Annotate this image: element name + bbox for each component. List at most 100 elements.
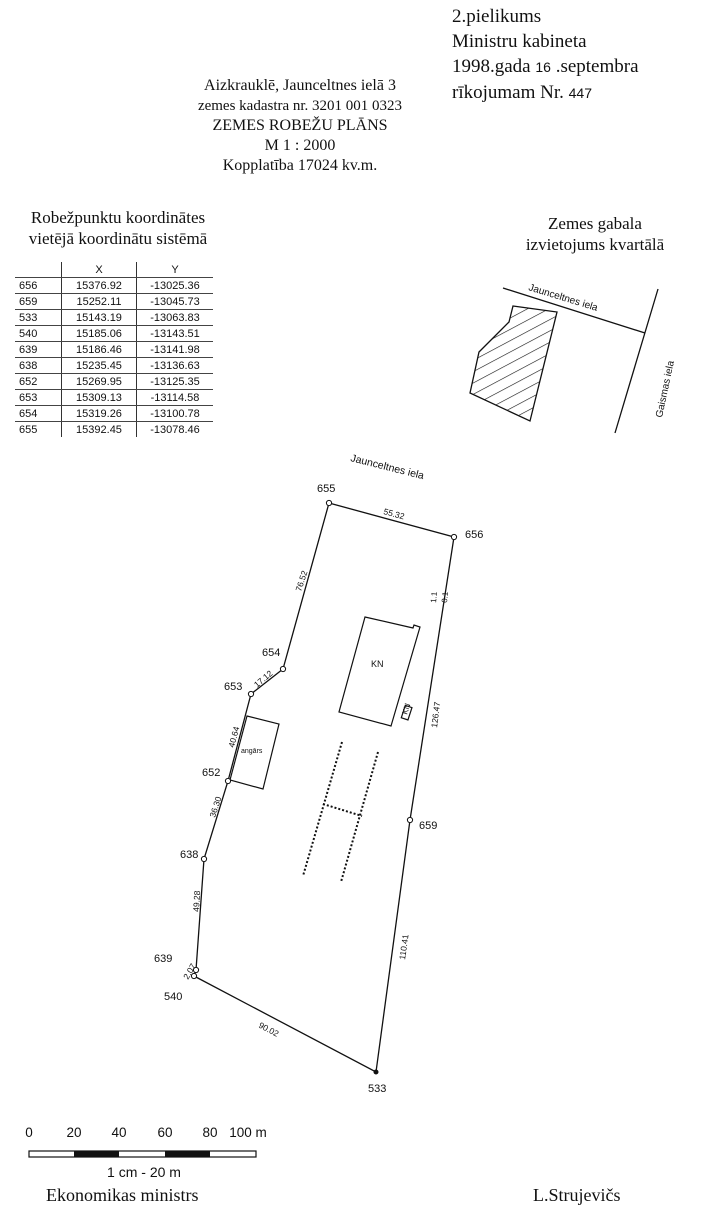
signature-name: L.Strujevičs [533,1185,621,1205]
boundary-point-label: 659 [419,820,437,832]
point-id-cell: 654 [15,405,62,422]
parcel-boundary [193,502,455,1074]
y-cell: -13143.51 [136,325,213,342]
x-cell: 15186.46 [61,341,137,358]
scale-tick-label: 80 [202,1125,217,1140]
annex-line2: Ministru kabineta [452,31,587,52]
boundary-point-label: 639 [154,953,172,965]
boundary-point-marker [247,690,255,698]
point-id-cell: 659 [15,293,62,310]
column-header-x: X [61,262,137,278]
boundary-point-marker [190,972,198,980]
point-id-cell: 655 [19,423,38,436]
table-title-line2: vietējā koordinātu sistēmā [28,229,208,248]
column-header-y: Y [136,262,213,278]
building-main-label: KN [371,659,384,669]
table-header-row: X Y [15,262,213,278]
annex-line3: 1998.gada 16 .septembra [452,54,639,80]
annex-date-prefix: 1998.gada [452,56,536,77]
offset-label-2: 0.1 [440,591,450,603]
inset-title-line2: izvietojums kvartālā [525,235,665,254]
y-cell: -13025.36 [136,277,213,294]
column-header-point [15,262,62,278]
inset-street-jaunceltnes [502,287,646,334]
x-cell: 15235.45 [61,357,137,374]
building-small [400,704,413,721]
point-id-cell: 638 [15,357,62,374]
scale-tick-label: 0 [25,1125,33,1140]
boundary-point-marker [406,816,414,824]
scale-tick-label: 100 m [229,1125,267,1140]
boundary-point-label: 655 [317,483,335,495]
boundary-point-label: 656 [465,529,483,541]
signature-role: Ekonomikas ministrs [46,1185,199,1205]
boundary-point-marker [224,777,232,785]
x-cell: 15392.45 [61,421,137,437]
inset-street-gaismas [614,288,659,434]
point-id-cell: 656 [15,277,62,294]
annex-month: .septembra [550,56,639,77]
inset-title-line1: Zemes gabala [548,214,642,233]
boundary-point-label: 654 [262,647,280,659]
annex-order-number: 447 [568,85,592,101]
table-row: 655 15392.45-13078.46 [15,421,213,437]
edge-length-label: 126.47 [429,701,442,728]
y-cell: -13114.58 [136,389,213,406]
annex-note: 2.pielikums Ministru kabineta 1998.gada … [452,4,639,106]
building-hangar-label: angārs [241,748,263,755]
y-cell: -13078.46 [136,421,213,437]
document-header: Aizkrauklē, Jaunceltnes ielā 3 zemes kad… [150,76,450,176]
annex-day: 16 [535,59,551,75]
annex-line4: rīkojumam Nr. 447 [452,80,639,106]
y-cell: -13045.73 [136,293,213,310]
x-cell: 15319.26 [61,405,137,422]
building-small-label: KN [400,702,412,716]
boundary-point-label: 533 [368,1083,386,1095]
y-cell: -13063.83 [136,309,213,326]
boundary-point-marker [279,665,287,673]
y-cell: -13100.78 [136,405,213,422]
point-id-cell: 533 [15,309,62,326]
x-cell: 15252.11 [61,293,137,310]
boundary-point-marker [325,499,333,507]
edge-length-label: 55.32 [382,506,405,521]
inset-title: Zemes gabala izvietojums kvartālā [500,213,690,255]
scale-tick-label: 40 [111,1125,126,1140]
parcel-plan: Jaunceltnes iela KN KN angārs 655 656 659 5… [154,452,483,1095]
x-cell: 15185.06 [61,325,137,342]
boundary-point-marker [373,1069,379,1075]
y-cell: -13141.98 [136,341,213,358]
scale-segment-dark [74,1151,119,1157]
dashed-structures [302,741,379,883]
scale-tick-label: 20 [66,1125,81,1140]
x-cell: 15309.13 [61,389,137,406]
x-cell: 15376.92 [61,277,137,294]
edge-length-label: 36.30 [207,795,223,819]
coordinates-table-title: Robežpunktu koordinātes vietējā koordinā… [8,207,228,249]
boundary-point-marker [450,533,458,541]
scale-segment-dark [165,1151,210,1157]
boundary-point-label: 653 [224,681,242,693]
plan-title: ZEMES ROBEŽU PLĀNS [212,117,388,134]
scale-caption: 1 cm - 20 m [107,1164,181,1180]
street-label: Jaunceltnes iela [349,452,425,482]
inset-street2-label: Gaismas iela [654,359,677,418]
boundary-point-marker [192,966,200,974]
point-id-cell: 653 [15,389,62,406]
table-title-line1: Robežpunktu koordinātes [30,208,206,227]
edge-length-label: 49.28 [191,890,202,912]
y-cell: -13125.35 [136,373,213,390]
building-hangar [229,715,280,790]
edge-length-label: 110.41 [397,933,410,960]
building-main [338,616,421,727]
